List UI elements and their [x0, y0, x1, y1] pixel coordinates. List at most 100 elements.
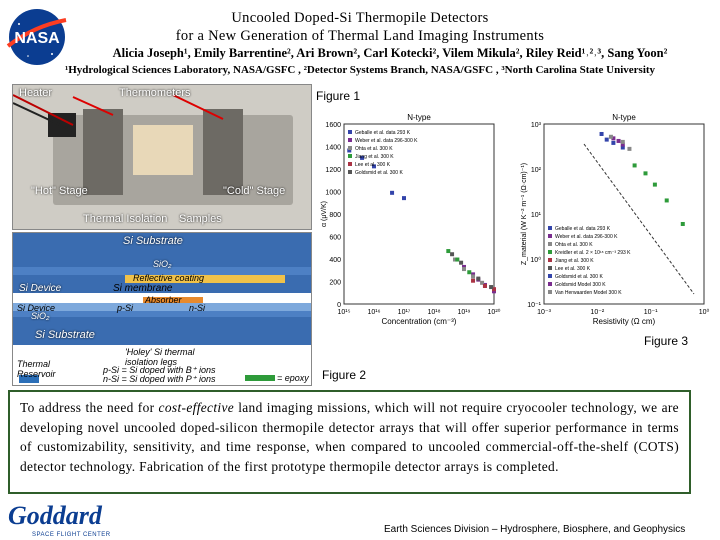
thermal-reservoir-label: Thermal Reservoir [17, 359, 56, 379]
data-point-right [608, 134, 613, 139]
abstract-text-1: To address the need for [20, 400, 159, 415]
legend-entry-left: Weber et al. data 296-300 K [355, 138, 418, 144]
absorber-label: Absorber [145, 295, 182, 305]
legend-marker-left [348, 162, 352, 166]
legend-marker-right [548, 258, 552, 262]
figure1-illustration [13, 85, 311, 229]
si-substrate-bottom-label: Si Substrate [35, 329, 95, 341]
nasa-logo-text: NASA [14, 30, 60, 47]
data-point-left [347, 148, 352, 153]
legend-entry-left: Goldsmid et al. 300 K [355, 170, 403, 176]
y-tick-left: 1000 [325, 190, 341, 197]
title-line-2: for a New Generation of Thermal Land Ima… [175, 28, 545, 44]
data-point-left [471, 272, 476, 277]
heater-label: Heater [19, 87, 53, 99]
y-axis-label-right: Z_material (W K⁻² m⁻¹ (Ω·cm)⁻¹) [521, 163, 528, 265]
holey-legs-label: 'Holey' Si thermal isolation legs [125, 347, 195, 367]
x-tick-left: 10¹⁷ [398, 309, 411, 316]
data-point-left [446, 249, 451, 254]
legend-marker-left [348, 138, 352, 142]
y-tick-left: 0 [337, 302, 341, 309]
cold-stage-label: "Cold" Stage [223, 185, 286, 197]
p-si-label: p-Si [117, 303, 134, 313]
legend-entry-right: Ohta et al. 300 K [555, 242, 593, 248]
nasa-logo: NASA [6, 9, 67, 65]
title-line-1: Uncooled Doped-Si Thermopile Detectors [231, 10, 489, 26]
abstract-text-2: land imaging missions, which will not re… [20, 400, 679, 474]
figure2-diagram: Si Substrate SiO₂ Reflective coating Si … [12, 232, 312, 386]
data-point-left [489, 285, 494, 290]
data-point-right [652, 182, 657, 187]
data-point-left [482, 284, 487, 288]
x-tick-right: 10⁰ [699, 308, 710, 316]
data-point-right [604, 137, 609, 142]
y-tick-right: 10⁻¹ [527, 302, 541, 309]
legend-marker-left [348, 130, 352, 134]
goddard-logo-text: Goddard [8, 501, 103, 530]
y-tick-left: 200 [329, 280, 341, 287]
data-point-left [480, 280, 485, 285]
data-point-left [467, 270, 472, 275]
affiliations: ¹Hydrological Sciences Laboratory, NASA/… [64, 64, 656, 76]
data-point-left [476, 276, 481, 281]
legend-entry-right: Geballe et al. data 293 K [555, 226, 611, 232]
data-point-right [632, 163, 637, 168]
legend-epoxy: = epoxy [277, 373, 309, 383]
legend-marker-right [548, 290, 552, 294]
legend-marker-right [548, 242, 552, 246]
legend-p-si: p-Si = Si doped with B⁺ ions [103, 365, 216, 375]
figure2-label: Figure 2 [322, 368, 367, 382]
data-point-right [611, 140, 616, 145]
thermal-isolation-label: Thermal Isolation [83, 213, 168, 225]
plot-frame-left [343, 123, 495, 305]
legend-entry-left: Geballe et al. data 293 K [355, 130, 411, 136]
legend-n-si: n-Si = Si doped with P⁺ ions [103, 374, 216, 384]
legend-marker-left [348, 146, 352, 150]
legend-marker-right [548, 282, 552, 286]
data-point-left [372, 164, 376, 169]
legend-entry-right: Kreidler et al. 2 × 10¹⁸ cm⁻³ 293 K [555, 250, 631, 256]
plot-frame-right [543, 123, 705, 305]
y-tick-right: 10⁰ [530, 256, 541, 264]
data-point-left [462, 267, 466, 272]
legend-entry-right: Jiang et al. 300 K [555, 258, 594, 264]
y-tick-right: 10³ [531, 122, 542, 129]
si-substrate-top-label: Si Substrate [123, 235, 183, 247]
x-tick-left: 10¹⁶ [368, 309, 381, 316]
panel-title-left: N-type [407, 113, 431, 122]
data-point-left [459, 260, 464, 265]
x-tick-right: 10⁻³ [537, 309, 551, 316]
legend-entry-left: Ohta et al. 300 K [355, 146, 393, 152]
data-point-right [643, 171, 648, 176]
legend-marker-left [348, 154, 352, 158]
legend-entry-right: Lee et al. 300 K [555, 266, 591, 272]
data-point-left [471, 274, 476, 279]
samples-label: Samples [179, 213, 222, 225]
x-tick-left: 10¹⁸ [427, 309, 440, 316]
y-tick-left: 1200 [325, 167, 341, 174]
abstract-emphasis: cost-effective [158, 400, 235, 415]
legend-marker-left [348, 170, 352, 174]
data-point-right [611, 136, 616, 141]
figure3-label: Figure 3 [644, 334, 689, 348]
figure1-label: Figure 1 [316, 89, 361, 103]
legend-entry-left: Lee et al. 300 K [355, 162, 391, 168]
legend-marker-right [548, 226, 552, 230]
legend-marker-right [548, 250, 552, 254]
y-tick-left: 800 [329, 212, 341, 219]
data-point-left [492, 289, 496, 294]
data-point-left [462, 264, 466, 269]
hot-stage-label: "Hot" Stage [31, 185, 88, 197]
model-line-right [583, 143, 695, 295]
data-point-right [680, 221, 685, 226]
figure2-illustration [13, 233, 311, 385]
si-membrane-label: Si membrane [113, 283, 173, 294]
data-point-right [620, 139, 625, 144]
data-point-left [492, 287, 496, 292]
data-point-left [452, 257, 457, 262]
thermometers-label: Thermometers [119, 87, 191, 99]
x-tick-left: 10¹⁹ [457, 309, 470, 316]
si-device-label: Si Device [19, 283, 62, 294]
goddard-logo: Goddard SPACE FLIGHT CENTER [8, 501, 110, 538]
